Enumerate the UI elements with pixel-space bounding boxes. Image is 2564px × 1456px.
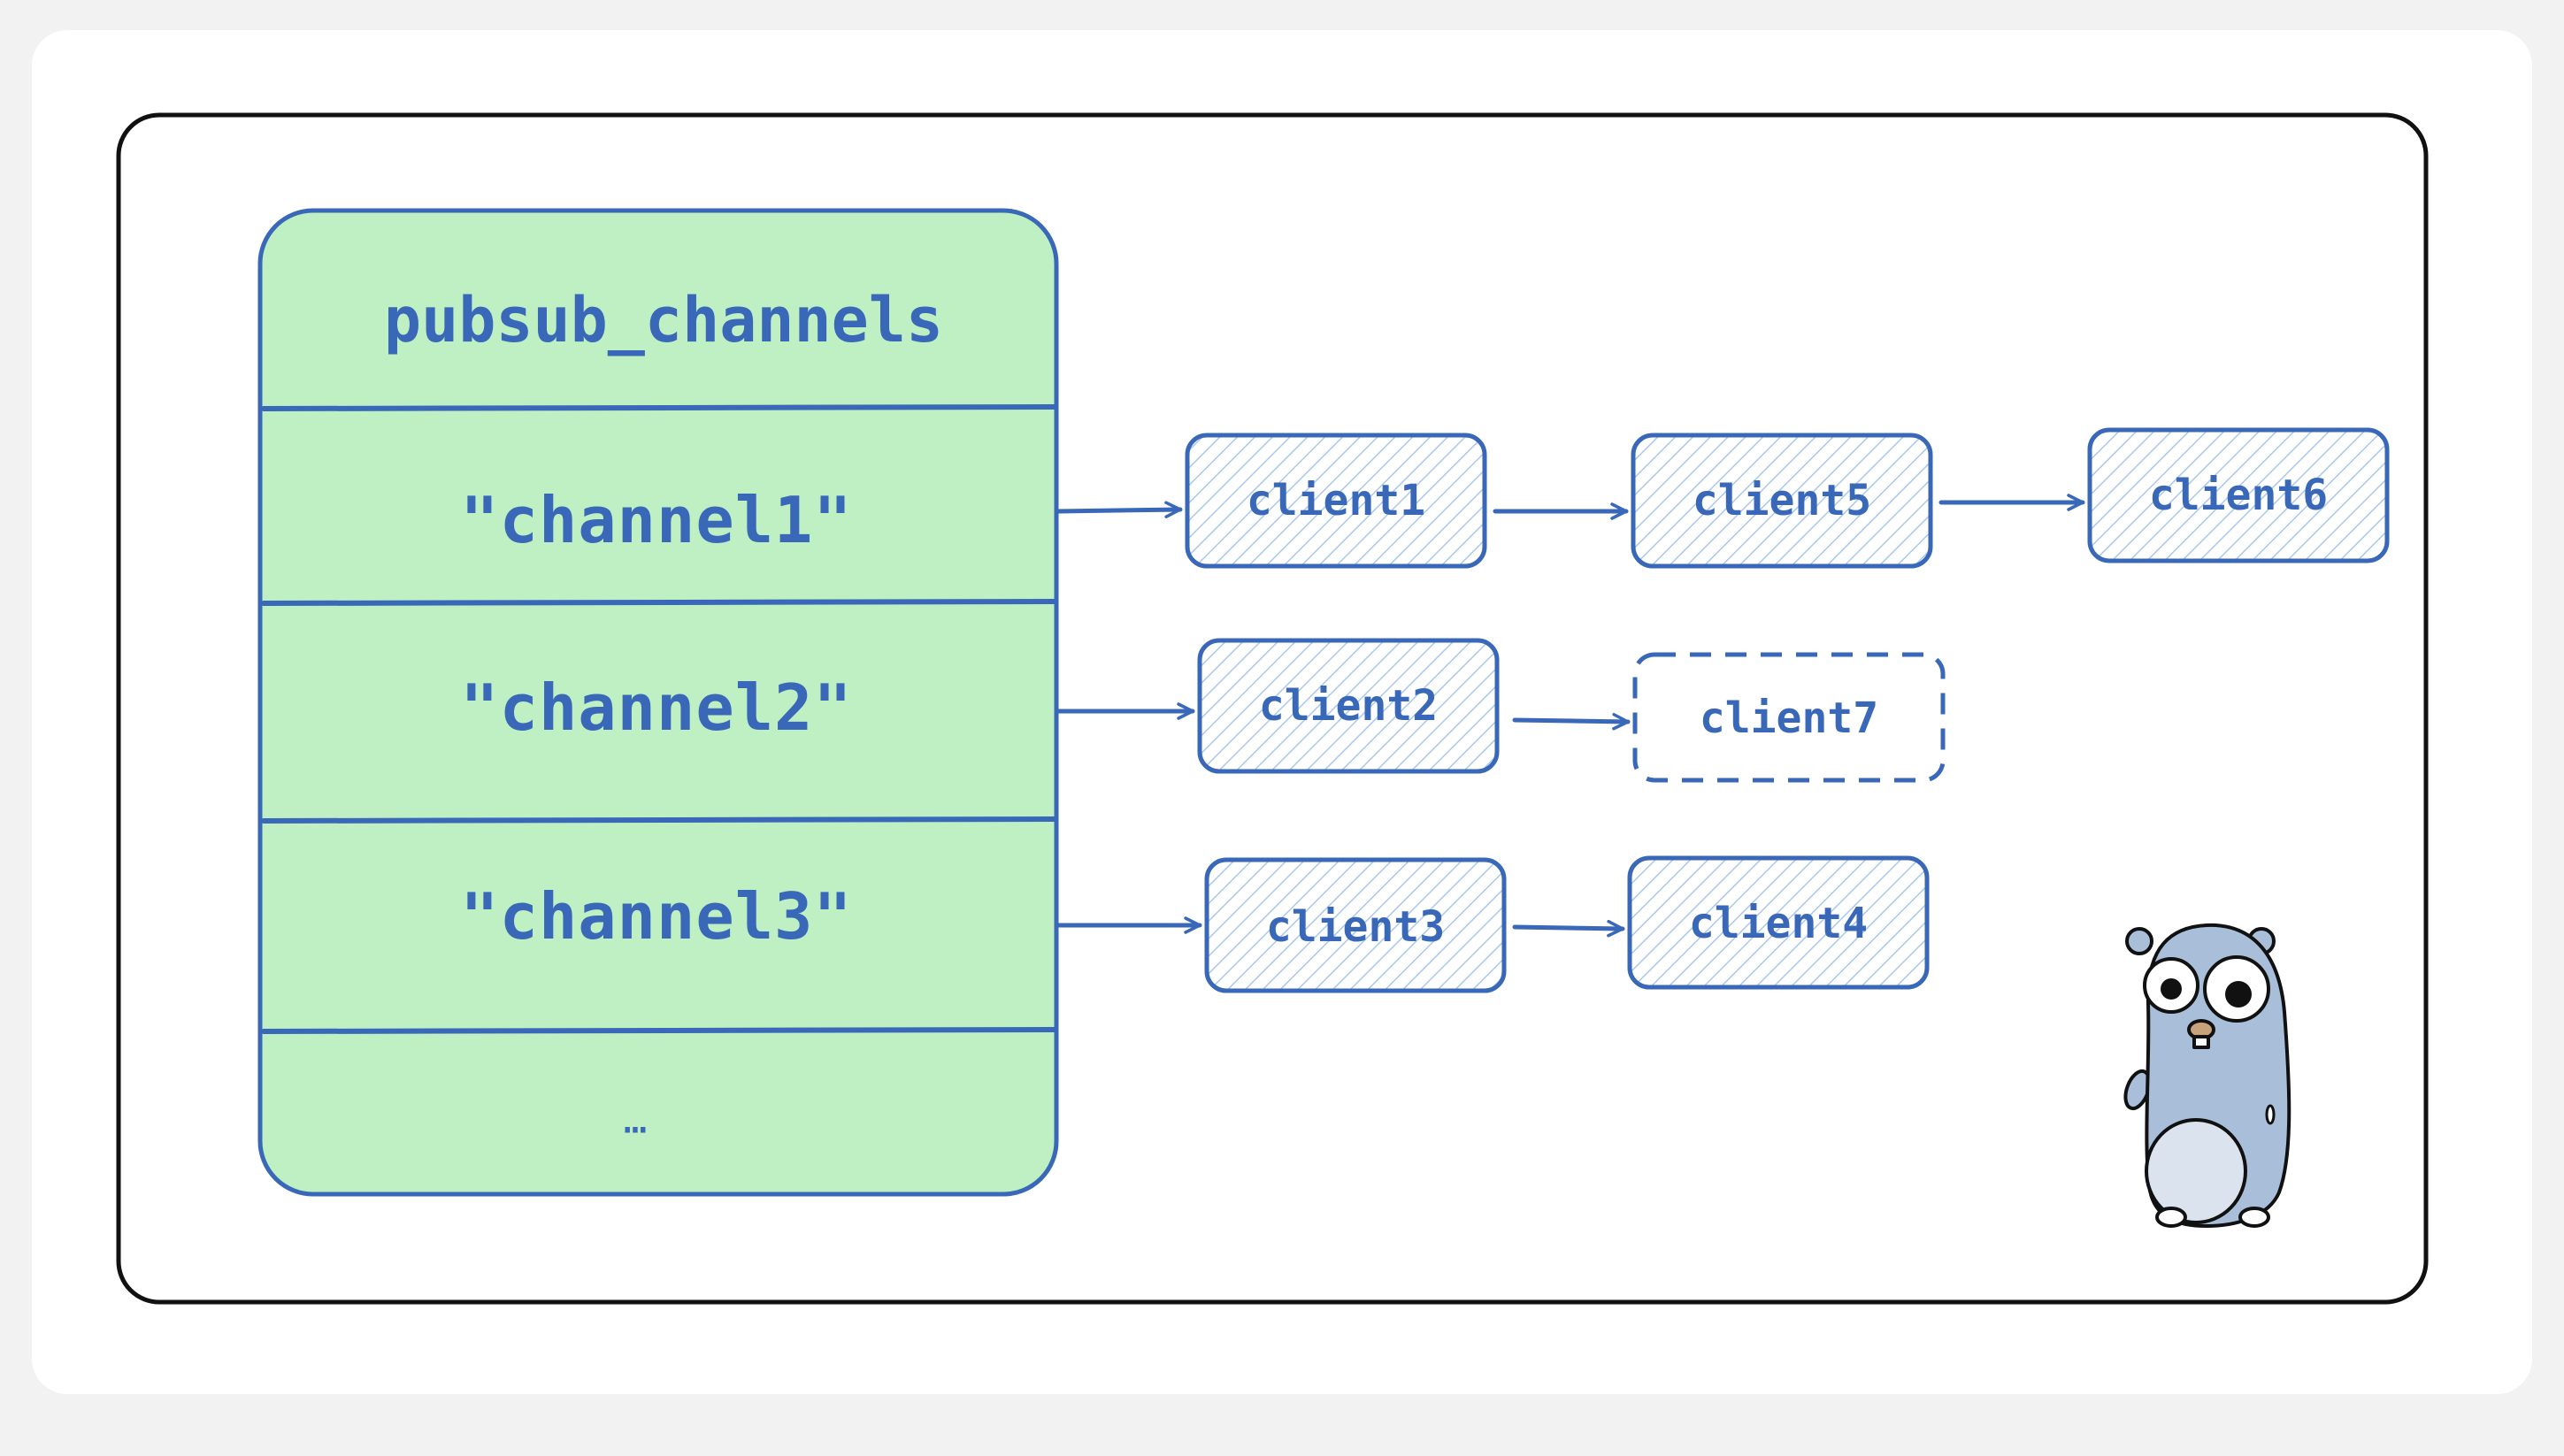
channel1-label: "channel1": [460, 483, 853, 557]
client5-box: [1631, 433, 1933, 569]
client5-label: client5: [1692, 476, 1872, 525]
channel2-label: "channel2": [460, 671, 853, 745]
table-divider: [261, 816, 1057, 824]
arrow-client2-client7: [1512, 713, 1631, 731]
arrows: [1056, 494, 2085, 938]
arrow-client3-client4: [1512, 919, 1625, 938]
diagram-canvas: [116, 112, 2429, 1305]
gopher-mascot: [2123, 923, 2291, 1228]
pubsub-channels-table: [257, 208, 1059, 1197]
arrow-channel1-client1: [1056, 501, 1183, 518]
client7-box: [1632, 652, 1946, 783]
ellipsis-row: …: [623, 1097, 648, 1143]
diagram-card: pubsub_channels "channel1" "channel2" "c…: [32, 30, 2532, 1394]
client3-label: client3: [1265, 902, 1446, 952]
client2-label: client2: [1258, 681, 1439, 731]
channel3-label: "channel3": [460, 879, 853, 954]
client3-box: [1204, 857, 1507, 993]
client2-box: [1197, 638, 1500, 774]
table-body: [257, 208, 1059, 1197]
table-divider: [261, 599, 1057, 606]
client6-box: [2087, 427, 2390, 563]
table-divider: [261, 404, 1057, 411]
client4-label: client4: [1688, 899, 1869, 948]
client1-box: [1185, 433, 1487, 569]
client6-label: client6: [2148, 471, 2329, 520]
client7-label: client7: [1699, 694, 1879, 743]
table-title: pubsub_channels: [383, 284, 944, 356]
client4-box: [1627, 855, 1930, 990]
table-divider: [261, 1027, 1057, 1034]
client1-label: client1: [1246, 476, 1426, 525]
